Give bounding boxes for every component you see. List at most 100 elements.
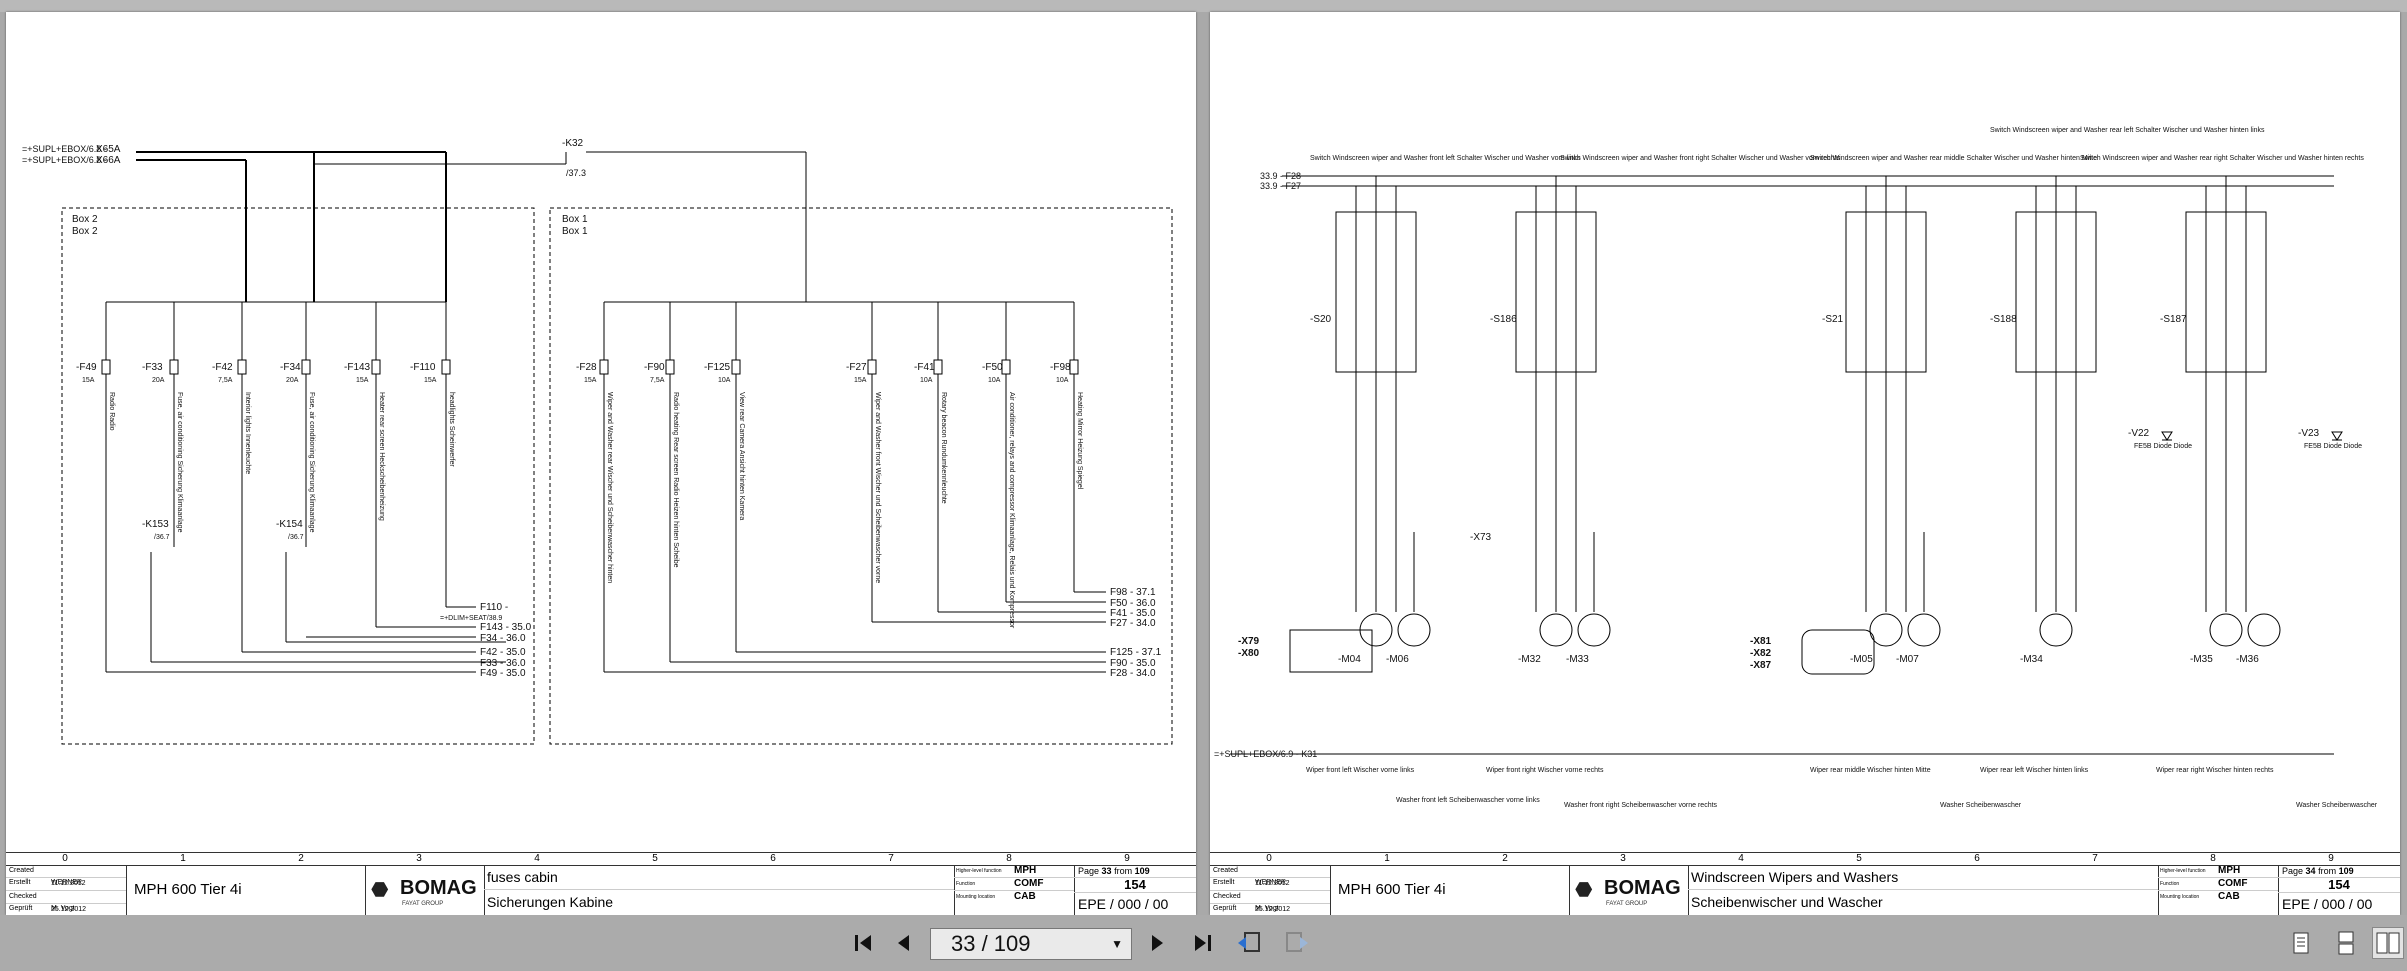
k31-ref: =+SUPL+EBOX/6.9 - K31	[1214, 749, 1317, 759]
diode-v23: -V23	[2298, 428, 2320, 439]
page-selector[interactable]: 33 / 109 ▼	[930, 928, 1132, 960]
fuse-f125: -F125	[704, 362, 731, 373]
conn-x80: -X80	[1238, 648, 1260, 659]
fuse-f125-desc: View rear Camera Ansicht hinten Kamera	[738, 392, 745, 520]
fuse-f41-desc: Rotary beacon Rundumkennleuchte	[940, 392, 947, 504]
out-f42: F42 - 35.0	[480, 647, 526, 658]
two-page-view-button[interactable]	[2372, 927, 2404, 959]
fuse-f27: -F27	[846, 362, 867, 373]
out-f34: F34 - 36.0	[480, 633, 526, 644]
fuse-f143: -F143	[344, 362, 371, 373]
next-page-icon	[1152, 935, 1163, 951]
conn-x82: -X82	[1750, 648, 1772, 659]
fuse-f27-amp: 15A	[854, 377, 867, 384]
created-date: 11.12.2012	[6, 878, 126, 891]
logo-subtext: FAYAT GROUP	[402, 901, 444, 907]
fuse-f98-amp: 10A	[1056, 377, 1069, 384]
fuse-f33-amp: 20A	[152, 377, 165, 384]
k32-label: -K32	[562, 138, 584, 149]
func-function-label: Function	[956, 881, 976, 887]
bomag-mark-icon: ⬣	[1575, 879, 1593, 901]
page-description: fuses cabin Sicherungen Kabine	[484, 865, 955, 915]
created-label: Created Erstellt	[1213, 867, 1238, 886]
continuous-view-button[interactable]	[2330, 927, 2362, 959]
out-f33: F33 - 36.0	[480, 658, 526, 669]
logo-subtext: FAYAT GROUP	[1606, 901, 1648, 907]
motor-m33: -M33	[1566, 654, 1589, 665]
page-block: Page 33 from 109 154 EPE / 000 / 00	[1074, 865, 1196, 915]
fuse-f50-desc: Air conditioner, relays and compressor K…	[1008, 392, 1015, 629]
func-function: COMF	[2218, 878, 2248, 889]
footer-washer-fl: Washer front left Scheibenwascher vorne …	[1396, 797, 1540, 804]
checked-by: M. Vogt	[51, 905, 75, 912]
checked-label: Checked Geprüft	[9, 893, 37, 912]
page-from-label: from	[2318, 866, 2337, 876]
fuse-f125-amp: 10A	[718, 377, 731, 384]
relay-k153-ref: /36.7	[154, 534, 170, 541]
col-2: 2	[298, 853, 304, 864]
func-function-label: Function	[2160, 881, 2180, 887]
page-indicator: 33 / 109	[951, 931, 1031, 956]
epe-code: EPE / 000 / 00	[1078, 896, 1169, 912]
func-function: COMF	[1014, 878, 1044, 889]
func-location-label: Mounting location	[956, 894, 996, 900]
fuse-f98-desc: Heating Mirror Heizung Spiegel	[1076, 392, 1083, 490]
switch-s20-label: Switch Windscreen wiper and Washer front…	[1310, 155, 1581, 162]
first-page-button[interactable]	[845, 925, 881, 961]
out-f90: F90 - 35.0	[1110, 658, 1156, 669]
fuse-f110-desc: headlights Scheinwerfer	[448, 392, 455, 467]
func-higher: MPH	[2218, 865, 2241, 876]
fuse-f41-amp: 10A	[920, 377, 933, 384]
fuse-f28-desc: Wiper and Washer rear Wischer und Scheib…	[606, 392, 613, 583]
checked-label: Checked Geprüft	[1213, 893, 1241, 912]
switch-s186: -S186	[1490, 314, 1517, 325]
footer-wiper-rr: Wiper rear right Wischer hinten rechts	[2156, 767, 2274, 774]
continuous-page-icon	[2338, 931, 2354, 955]
switch-s20: -S20	[1310, 314, 1332, 325]
fuse-f49-desc: Radio Radio	[108, 392, 115, 431]
fuse-f27-desc: Wiper and Washer front Wischer und Schei…	[874, 392, 881, 583]
last-page-button[interactable]	[1185, 925, 1221, 961]
switch-s21: -S21	[1822, 314, 1844, 325]
sheet-number: 154	[2278, 878, 2400, 893]
title-de: Scheibenwischer und Wascher	[1691, 894, 1883, 910]
conn-x79: -X79	[1238, 636, 1260, 647]
out-f49: F49 - 35.0	[480, 668, 526, 679]
out-f28: F28 - 34.0	[1110, 668, 1156, 679]
prev-page-icon	[898, 935, 909, 951]
previous-view-button[interactable]	[1232, 925, 1268, 961]
conn-x81: -X81	[1750, 636, 1772, 647]
fuse-f42-desc: Interior lights Innenleuchte	[244, 392, 251, 474]
motor-m34: -M34	[2020, 654, 2043, 665]
checked-date: 25.12.2012	[1255, 906, 1291, 913]
created-by: WERNER	[51, 879, 83, 886]
func-location: CAB	[1014, 891, 1036, 902]
single-page-view-button[interactable]	[2285, 927, 2317, 959]
next-view-icon	[1286, 932, 1308, 952]
project-name: MPH 600 Tier 4i	[126, 865, 366, 915]
bomag-logo: ⬣ BOMAG FAYAT GROUP	[366, 865, 485, 915]
next-page-button[interactable]	[1140, 925, 1176, 961]
logo-text: BOMAG	[1604, 877, 1681, 899]
fuse-f110-amp: 15A	[424, 377, 437, 384]
col-9: 9	[2328, 853, 2334, 864]
fuse-f143-amp: 15A	[356, 377, 369, 384]
col-6: 6	[770, 853, 776, 864]
next-view-button[interactable]	[1278, 925, 1314, 961]
chevron-down-icon: ▼	[1111, 937, 1123, 951]
prev-page-button[interactable]	[885, 925, 921, 961]
checked-by: M. Vogt	[1255, 905, 1279, 912]
fuses-cabin-diagram: =+SUPL+EBOX/6.8 - X65A =+SUPL+EBOX/6.8 -…	[22, 138, 1173, 745]
fuse-f90-desc: Radio heating Rear screen Radio Heizen h…	[672, 392, 679, 568]
sheet-number: 154	[1074, 878, 1196, 893]
out-f27: F27 - 34.0	[1110, 618, 1156, 629]
previous-view-icon	[1238, 932, 1260, 952]
col-4: 4	[1738, 853, 1744, 864]
col-3: 3	[1620, 853, 1626, 864]
motor-m35: -M35	[2190, 654, 2213, 665]
motor-m06: -M06	[1386, 654, 1409, 665]
diode-v22-text: FE5B Diode Diode	[2134, 443, 2192, 450]
created-label: Created Erstellt	[9, 867, 34, 886]
